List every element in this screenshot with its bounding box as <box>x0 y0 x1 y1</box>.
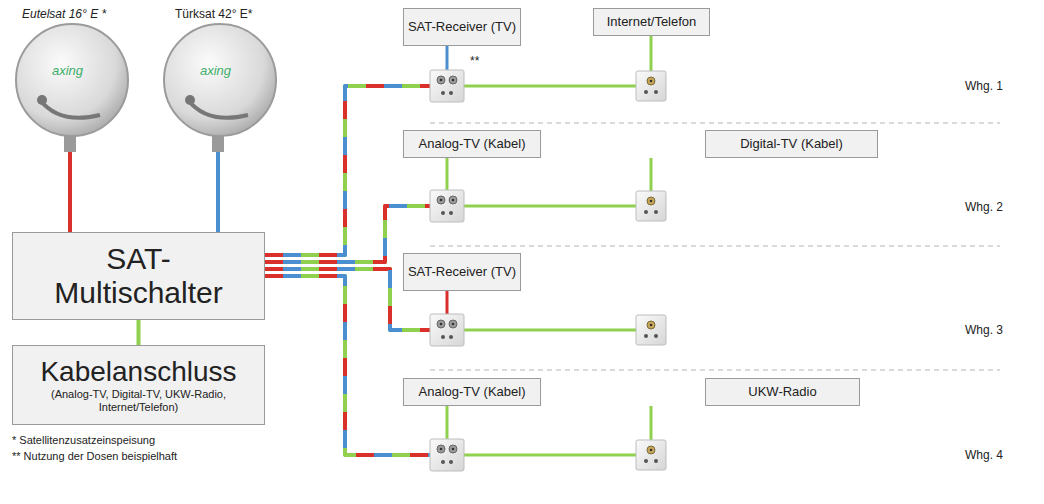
box-title: Analog-TV (Kabel) <box>419 385 526 400</box>
box-title: Internet/Telefon <box>607 15 697 30</box>
box-title: UKW-Radio <box>748 385 816 400</box>
multiswitch-box: SAT- Multischalter <box>12 232 265 320</box>
satellite-dish <box>164 24 276 152</box>
device-box: SAT-Receiver (TV) <box>403 8 521 46</box>
footnote: * Satellitenzusatzeinspeisung <box>12 434 155 446</box>
dish-logo: axing <box>52 63 83 78</box>
device-box: Analog-TV (Kabel) <box>403 130 541 158</box>
box-title: SAT-Receiver (TV) <box>408 20 516 35</box>
device-box: Analog-TV (Kabel) <box>403 378 541 406</box>
device-box: SAT-Receiver (TV) <box>403 253 521 291</box>
device-box: UKW-Radio <box>705 378 860 406</box>
box-title: Kabelanschluss <box>40 356 236 388</box>
apartment-label: Whg. 2 <box>965 200 1003 214</box>
footnote: ** Nutzung der Dosen beispielhaft <box>12 450 177 462</box>
cable-connector <box>138 320 139 345</box>
apartment-label: Whg. 4 <box>965 448 1003 462</box>
satellite-label: Eutelsat 16° E * <box>22 7 106 21</box>
box-title: Digital-TV (Kabel) <box>740 137 843 152</box>
device-box: Digital-TV (Kabel) <box>705 130 878 158</box>
box-title: SAT-Receiver (TV) <box>408 265 516 280</box>
box-title: SAT- Multischalter <box>39 242 239 311</box>
box-subtitle: (Analog-TV, Digital-TV, UKW-Radio, Inter… <box>31 388 246 413</box>
footnote-mark: ** <box>470 54 479 68</box>
cable-connection-box: Kabelanschluss(Analog-TV, Digital-TV, UK… <box>12 345 265 425</box>
satellite-dish <box>16 24 128 152</box>
satellite-label: Türksat 42° E* <box>175 7 253 21</box>
box-title: Analog-TV (Kabel) <box>419 137 526 152</box>
device-box: Internet/Telefon <box>593 8 710 36</box>
apartment-label: Whg. 1 <box>965 79 1003 93</box>
apartment-label: Whg. 3 <box>965 323 1003 337</box>
dish-logo: axing <box>200 63 231 78</box>
